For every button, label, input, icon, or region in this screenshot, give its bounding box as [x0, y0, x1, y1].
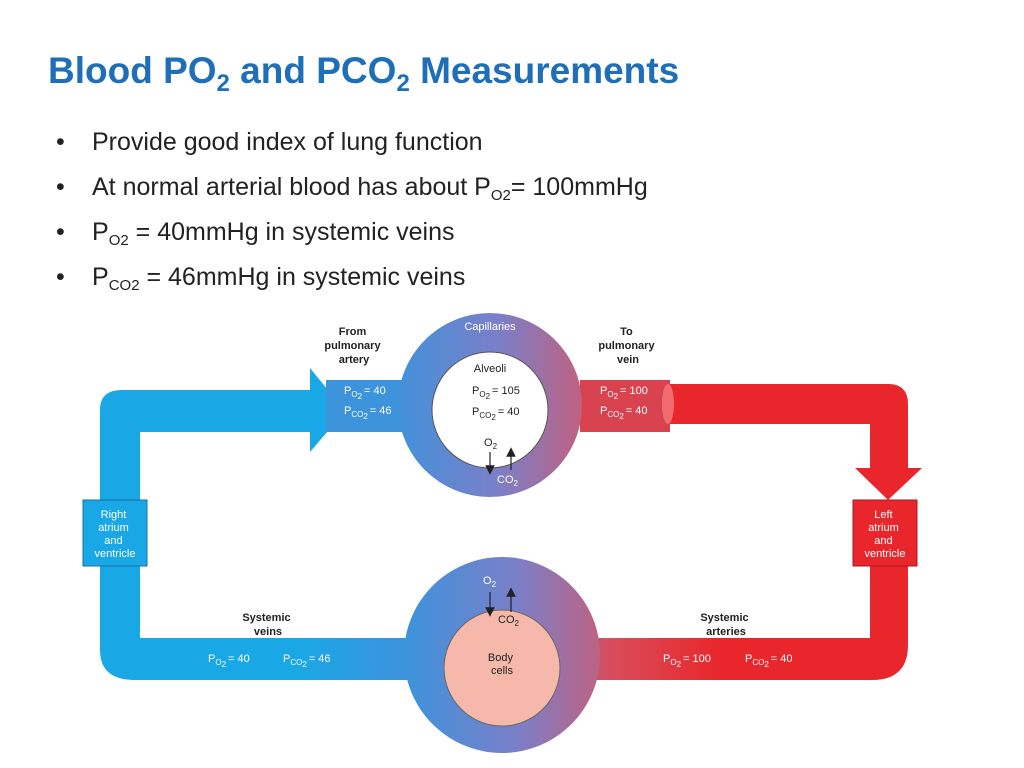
- bullet-item: •Provide good index of lung function: [56, 128, 483, 156]
- arrow-into-left-heart: [855, 468, 922, 500]
- bullet-item: •PCO2 = 46mmHg in systemic veins: [56, 263, 466, 294]
- from-pulmonary-artery-label: From pulmonary artery: [324, 326, 383, 366]
- pulmonary-artery-tube: [326, 380, 406, 432]
- arterial-vessel: [668, 384, 908, 470]
- body-o2-label: O2: [483, 575, 497, 589]
- systemic-arteries-label: Systemic arteries: [700, 612, 751, 638]
- body-co2-label: CO2: [498, 614, 520, 628]
- alveoli-label: Alveoli: [474, 363, 506, 375]
- venous-vessel: [100, 390, 312, 500]
- systemic-veins-label: Systemic veins: [242, 612, 293, 638]
- left-heart-label: Left atrium and ventricle: [865, 509, 906, 560]
- arteries-pco2: PCO2= 40: [745, 653, 793, 669]
- alveoli-o2-label: O2: [484, 437, 498, 451]
- pulm-out-pco2: PCO2= 40: [600, 405, 648, 421]
- pulm-out-po2: PO2= 100: [600, 385, 648, 401]
- alveoli-co2-label: CO2: [497, 474, 519, 488]
- bullet-list: •Provide good index of lung function •At…: [56, 122, 648, 302]
- body-cells-circle: [443, 609, 561, 727]
- alveoli-pco2: PCO2= 40: [472, 406, 520, 422]
- capillaries-label: Capillaries: [464, 321, 516, 333]
- bullet-item: •At normal arterial blood has about PO2=…: [56, 173, 648, 204]
- veins-pco2: PCO2= 46: [283, 653, 331, 669]
- veins-po2: PO2= 40: [208, 653, 250, 669]
- alveoli-po2: PO2= 105: [472, 385, 520, 401]
- right-heart-box: [82, 499, 148, 567]
- pulmonary-vein-tube: [580, 380, 670, 432]
- arteries-po2: PO2= 100: [663, 653, 711, 669]
- to-pulmonary-vein-label: To pulmonary vein: [598, 326, 657, 366]
- right-heart-label: Right atrium and ventricle: [95, 509, 136, 560]
- bullet-item: •PO2 = 40mmHg in systemic veins: [56, 218, 455, 249]
- pulm-in-po2: PO2= 40: [344, 385, 386, 401]
- pulm-in-pco2: PCO2= 46: [344, 405, 392, 421]
- slide-title: Blood PO2 and PCO2 Measurements: [48, 50, 680, 97]
- body-cells-label: Body cells: [488, 652, 516, 677]
- vein-tube-end: [662, 384, 674, 424]
- left-heart-box: [852, 499, 918, 567]
